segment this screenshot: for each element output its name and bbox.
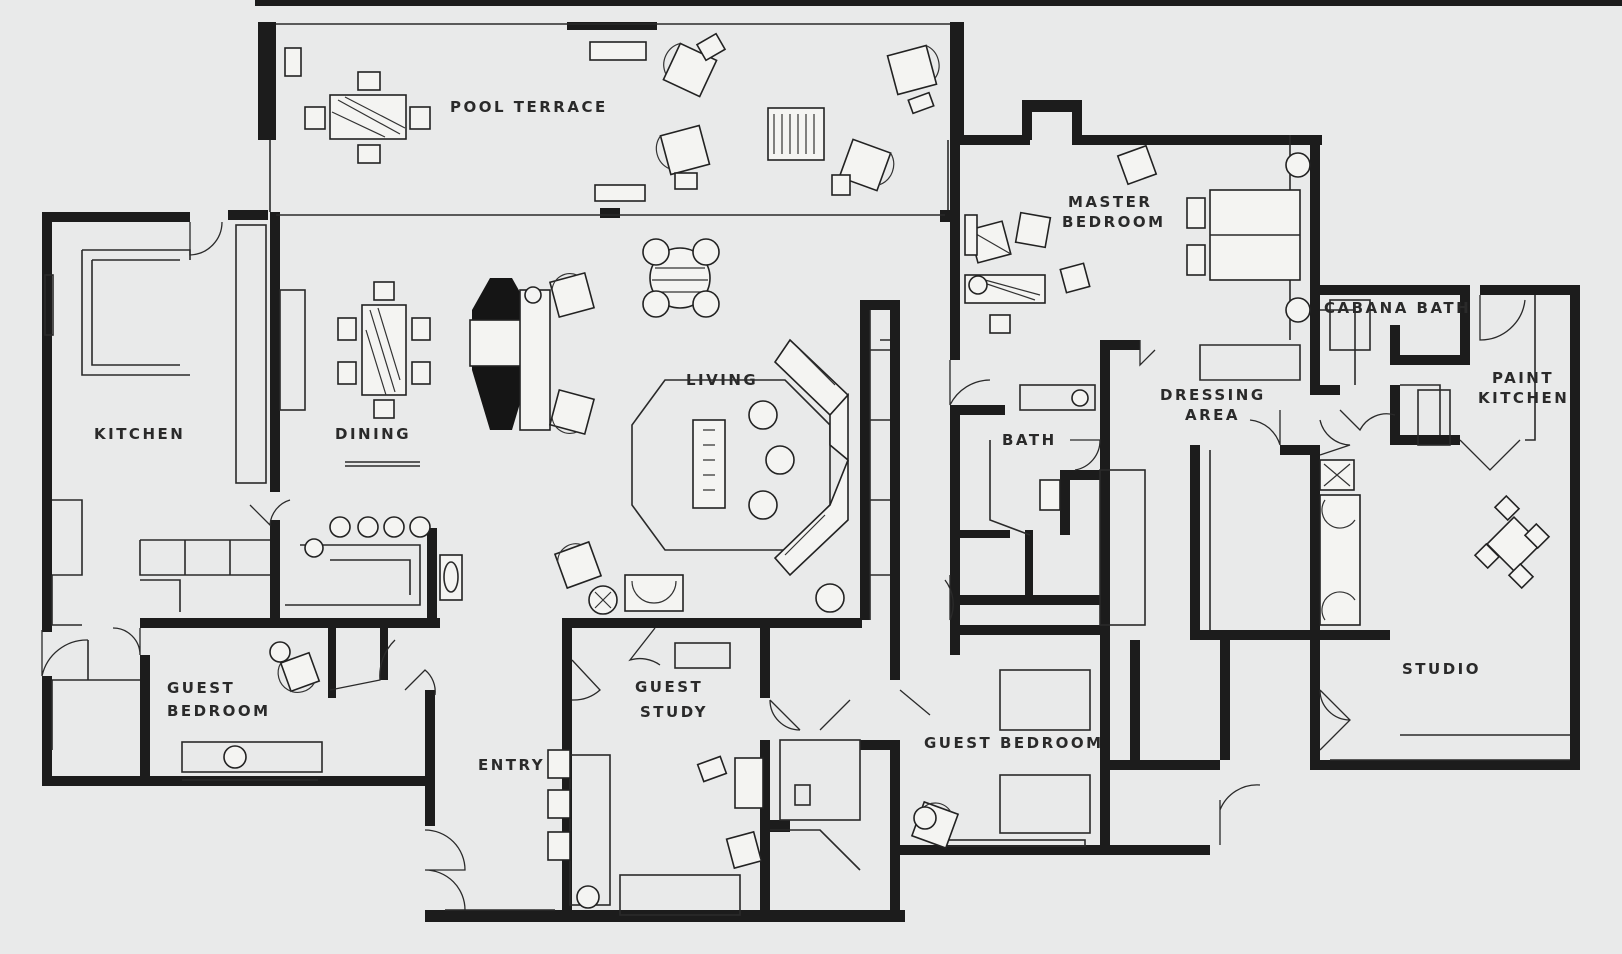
octagonal-rug [631, 379, 831, 551]
furniture [223, 32, 1551, 909]
label-guest-bedroom-left-line2: BEDROOM [167, 702, 271, 720]
top-border [255, 0, 1622, 6]
label-kitchen: KITCHEN [94, 425, 185, 443]
label-dining: DINING [335, 425, 411, 443]
label-guest-bedroom-right: GUEST BEDROOM [924, 734, 1104, 752]
label-paint-kitchen-line2: KITCHEN [1478, 389, 1569, 407]
label-entry: ENTRY [478, 756, 545, 774]
walls [42, 22, 1580, 922]
terrace-side-table [767, 107, 825, 161]
label-living: LIVING [686, 371, 758, 389]
label-guest-study-line2: STUDY [640, 703, 708, 721]
label-dressing-area-line2: AREA [1185, 406, 1240, 424]
label-guest-bedroom-left-line1: GUEST [167, 679, 235, 697]
door-swings [41, 221, 1526, 911]
label-master-bedroom-line2: BEDROOM [1062, 213, 1166, 231]
coffee-table [692, 419, 726, 509]
label-bath: BATH [1002, 431, 1057, 449]
thin-lines [44, 23, 1570, 916]
label-cabana-bath: CABANA BATH [1324, 299, 1471, 317]
studio-sofa [1319, 494, 1361, 626]
label-dressing-area-line1: DRESSING [1160, 386, 1266, 404]
game-table [649, 247, 711, 309]
label-pool-terrace: POOL TERRACE [450, 98, 608, 116]
room-labels: POOL TERRACE MASTER BEDROOM KITCHEN DINI… [94, 98, 1569, 774]
label-studio: STUDIO [1402, 660, 1481, 678]
label-master-bedroom-line1: MASTER [1068, 193, 1152, 211]
label-paint-kitchen-line1: PAINT [1492, 369, 1554, 387]
dining-table [361, 304, 407, 396]
label-guest-study-line1: GUEST [635, 678, 703, 696]
